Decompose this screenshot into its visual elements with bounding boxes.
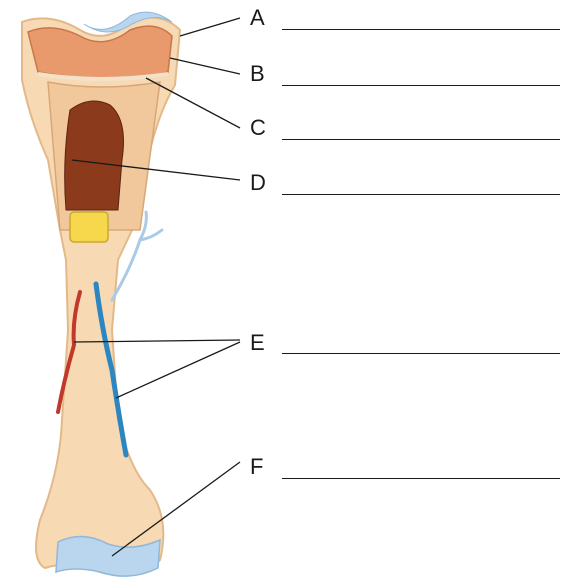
label-e: E	[250, 332, 265, 354]
leader-line-e-vein	[116, 342, 240, 398]
label-f: F	[250, 456, 263, 478]
label-c: C	[250, 117, 266, 139]
answer-line-c[interactable]	[282, 139, 560, 140]
label-d: D	[250, 172, 266, 194]
leader-line-b	[170, 58, 240, 74]
answer-line-a[interactable]	[282, 29, 560, 30]
label-b: B	[250, 63, 265, 85]
label-a: A	[250, 7, 265, 29]
answer-line-f[interactable]	[282, 478, 560, 479]
answer-line-b[interactable]	[282, 85, 560, 86]
bone-marrow	[65, 101, 124, 210]
yellow-marrow	[70, 212, 108, 242]
spongy-bone	[28, 26, 172, 79]
answer-line-e[interactable]	[282, 353, 560, 354]
answer-line-d[interactable]	[282, 194, 560, 195]
leader-line-a	[180, 18, 240, 36]
